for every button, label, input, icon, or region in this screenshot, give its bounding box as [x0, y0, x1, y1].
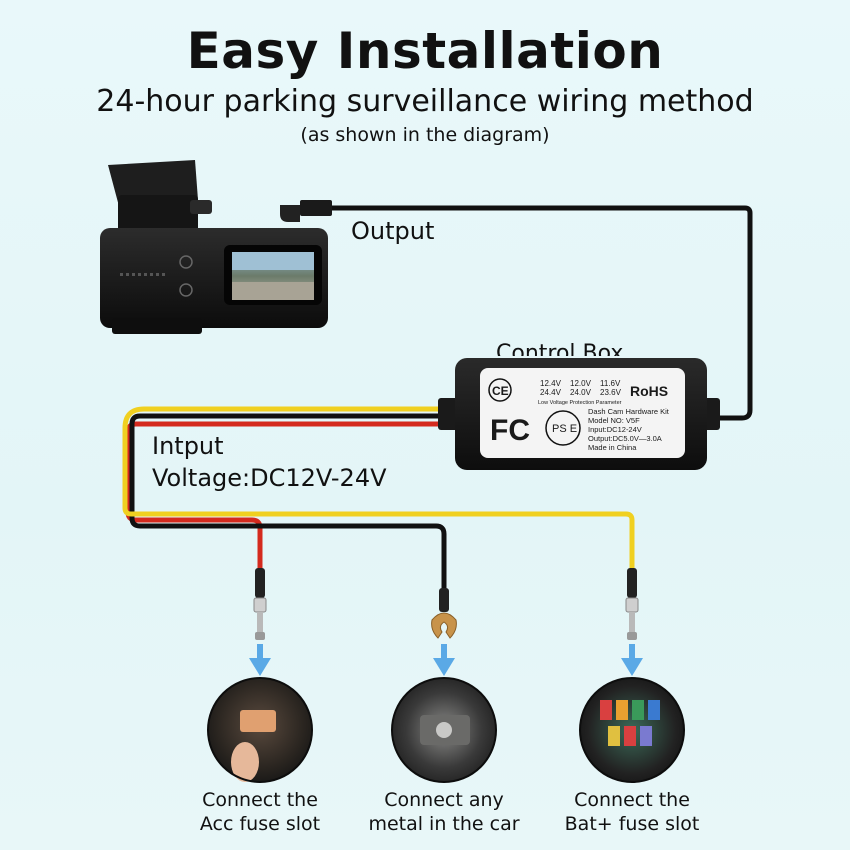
table-cell: 24.4V [540, 388, 562, 397]
acc-arrow-icon [249, 644, 271, 676]
metal-arrow-icon [433, 644, 455, 676]
diagram-note: (as shown in the diagram) [300, 124, 550, 146]
page-subtitle: 24-hour parking surveillance wiring meth… [96, 84, 754, 119]
spec-line: Made in China [588, 443, 637, 452]
input-wires [122, 406, 635, 590]
bat-caption: Connect the Bat+ fuse slot [532, 788, 732, 836]
spec-line: Input:DC12-24V [588, 425, 642, 434]
table-cell: 24.0V [570, 388, 592, 397]
output-label: Output [351, 217, 435, 245]
table-cell: 12.4V [540, 379, 562, 388]
table-caption: Low Voltage Protection Parameter [538, 400, 622, 406]
input-label: Intput [152, 432, 224, 460]
control-box-label: Control Box [496, 341, 624, 366]
pse-mark-icon [545, 410, 581, 446]
metal-connector [431, 588, 457, 639]
metal-caption-line2: metal in the car [368, 813, 520, 835]
dash-cam [100, 160, 328, 334]
page-title: Easy Installation [186, 22, 664, 80]
ce-mark-icon [488, 378, 512, 402]
control-box [438, 358, 720, 470]
bat-connector [625, 568, 639, 640]
output-cable [280, 200, 753, 421]
metal-photo [391, 677, 497, 783]
bat-fuse-photo [579, 677, 685, 783]
metal-caption: Connect any metal in the car [344, 788, 544, 836]
pse-mark: PS E [552, 423, 577, 435]
voltage-label: Voltage:DC12V-24V [152, 464, 387, 492]
rohs-mark: RoHS [630, 383, 668, 399]
acc-caption: Connect the Acc fuse slot [160, 788, 360, 836]
acc-caption-line2: Acc fuse slot [199, 813, 321, 835]
acc-caption-line1: Connect the [202, 789, 318, 811]
acc-fuse-photo [207, 677, 313, 783]
table-cell: 12.0V [570, 379, 592, 388]
box-label: CE FC PS E 12.4V 12.0V 11.6V 24.4V 24.0V… [488, 378, 670, 452]
spec-line: Output:DC5.0V—3.0A [588, 434, 662, 443]
metal-caption-line1: Connect any [384, 789, 504, 811]
fc-mark: FC [490, 414, 530, 447]
bat-caption-line1: Connect the [574, 789, 690, 811]
spec-line: Model NO: V5F [588, 416, 640, 425]
table-cell: 23.6V [600, 388, 622, 397]
spec-line: Dash Cam Hardware Kit [588, 407, 670, 416]
acc-connector [253, 568, 267, 640]
bat-caption-line2: Bat+ fuse slot [564, 813, 700, 835]
table-cell: 11.6V [600, 379, 621, 388]
ce-mark: CE [492, 384, 509, 398]
bat-arrow-icon [621, 644, 643, 676]
